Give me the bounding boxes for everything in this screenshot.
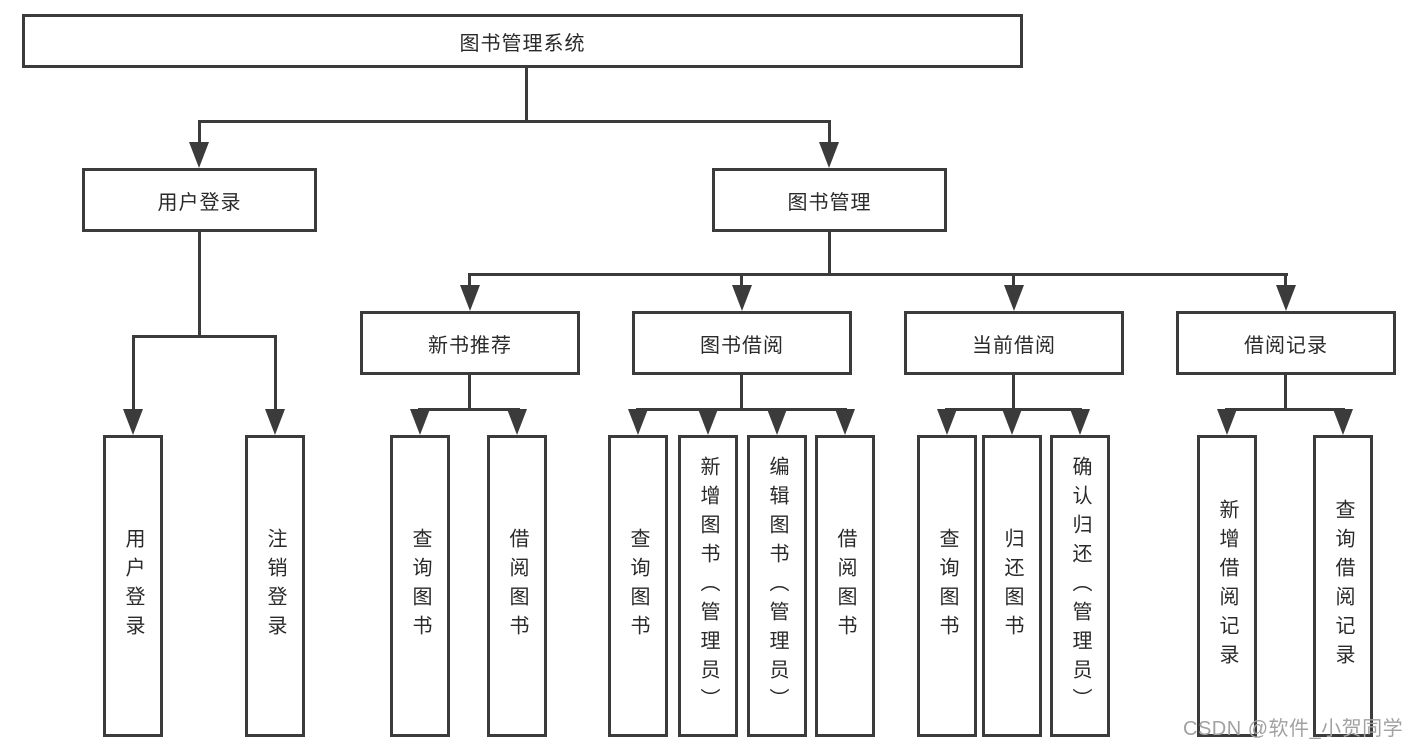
leaf-label: 编辑图书（管理员）: [766, 455, 788, 717]
leaf-label: 查询图书: [627, 528, 649, 644]
connector-stem: [828, 120, 831, 146]
leaf-bb-borrow-books: 借阅图书: [815, 435, 875, 737]
arrow-down-icon: [1217, 409, 1237, 435]
node-label: 新书推荐: [428, 334, 512, 357]
node-user-login: 用户登录: [82, 168, 317, 232]
node-label: 图书借阅: [700, 334, 784, 357]
arrow-down-icon: [1002, 409, 1022, 435]
arrow-down-icon: [819, 142, 839, 168]
leaf-nbr-borrow-books: 借阅图书: [487, 435, 547, 737]
node-current-borrowing: 当前借阅: [904, 311, 1124, 375]
connector-root-vline: [525, 68, 528, 123]
connector-stem: [740, 273, 743, 289]
leaf-label: 新增图书（管理员）: [697, 455, 719, 717]
node-book-borrowing: 图书借阅: [632, 311, 852, 375]
arrow-down-icon: [767, 409, 787, 435]
connector-bookmgmt-hline: [468, 273, 1288, 276]
csdn-watermark: CSDN @软件_小贺同学: [1183, 718, 1404, 740]
leaf-user-login: 用户登录: [103, 435, 163, 737]
arrow-down-icon: [628, 409, 648, 435]
leaf-label: 新增借阅记录: [1216, 499, 1238, 673]
connector-cb-vline: [1012, 375, 1015, 411]
arrow-down-icon: [265, 409, 285, 435]
leaf-label: 借阅图书: [506, 528, 528, 644]
leaf-logout-login: 注销登录: [245, 435, 305, 737]
leaf-br-query-borrow-record: 查询借阅记录: [1313, 435, 1373, 737]
arrow-down-icon: [189, 142, 209, 168]
arrow-down-icon: [1070, 409, 1090, 435]
leaf-label: 查询图书: [409, 528, 431, 644]
connector-stem: [274, 335, 277, 411]
leaf-nbr-query-books: 查询图书: [390, 435, 450, 737]
arrow-down-icon: [698, 409, 718, 435]
arrow-down-icon: [1004, 285, 1024, 311]
node-label: 当前借阅: [972, 334, 1056, 357]
connector-bb-vline: [740, 375, 743, 411]
leaf-label: 用户登录: [122, 528, 144, 644]
connector-br-hline: [1225, 408, 1345, 411]
connector-root-hline: [198, 120, 831, 123]
connector-nbr-vline: [468, 375, 471, 411]
leaf-label: 归还图书: [1001, 528, 1023, 644]
leaf-label: 查询图书: [936, 528, 958, 644]
arrow-down-icon: [937, 409, 957, 435]
connector-userlogin-vline: [198, 232, 201, 338]
node-book-management: 图书管理: [712, 168, 947, 232]
connector-stem: [1284, 273, 1287, 289]
leaf-label: 确认归还（管理员）: [1069, 455, 1091, 717]
arrow-down-icon: [507, 409, 527, 435]
node-library-management-system: 图书管理系统: [22, 14, 1023, 68]
arrow-down-icon: [1276, 285, 1296, 311]
leaf-label: 借阅图书: [834, 528, 856, 644]
connector-stem: [132, 335, 135, 411]
connector-bb-hline: [636, 408, 847, 411]
connector-br-vline: [1284, 375, 1287, 411]
connector-userlogin-hline: [132, 335, 277, 338]
arrow-down-icon: [1333, 409, 1353, 435]
arrow-down-icon: [732, 285, 752, 311]
arrow-down-icon: [835, 409, 855, 435]
leaf-label: 查询借阅记录: [1332, 499, 1354, 673]
leaf-cb-return-books: 归还图书: [982, 435, 1042, 737]
leaf-bb-edit-book-admin: 编辑图书（管理员）: [747, 435, 807, 737]
arrow-down-icon: [410, 409, 430, 435]
node-label: 图书管理系统: [459, 32, 586, 55]
arrow-down-icon: [460, 285, 480, 311]
leaf-label: 注销登录: [264, 528, 286, 644]
node-borrowing-records: 借阅记录: [1176, 311, 1396, 375]
arrow-down-icon: [123, 409, 143, 435]
leaf-cb-confirm-return-admin: 确认归还（管理员）: [1050, 435, 1110, 737]
node-label: 图书管理: [787, 191, 872, 214]
leaf-bb-query-books: 查询图书: [608, 435, 668, 737]
connector-stem: [1012, 273, 1015, 289]
node-new-book-recommend: 新书推荐: [360, 311, 580, 375]
connector-bookmgmt-vline: [828, 232, 831, 276]
connector-stem: [468, 273, 471, 289]
leaf-cb-query-books: 查询图书: [917, 435, 977, 737]
connector-stem: [198, 120, 201, 146]
connector-nbr-hline: [418, 408, 520, 411]
node-label: 用户登录: [157, 191, 242, 214]
leaf-bb-add-book-admin: 新增图书（管理员）: [678, 435, 738, 737]
leaf-br-add-borrow-record: 新增借阅记录: [1197, 435, 1257, 737]
node-label: 借阅记录: [1244, 334, 1328, 357]
